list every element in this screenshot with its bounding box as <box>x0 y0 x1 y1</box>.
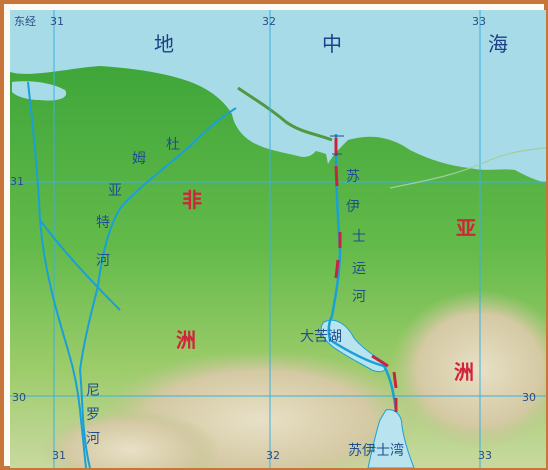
canal-label-4: 运 <box>352 261 366 277</box>
canal-segment-6 <box>392 371 398 389</box>
nile-label-1: 尼 <box>86 383 100 399</box>
coastal-bar <box>237 86 333 142</box>
lon-32-label: 32 <box>262 15 276 28</box>
lat-31-label: 31 <box>10 175 24 188</box>
africa-label-2: 洲 <box>176 328 196 352</box>
lat-30-label: 30 <box>12 391 26 404</box>
gulf-of-suez-label: 苏伊士湾 <box>348 443 404 459</box>
damietta-branch <box>79 107 237 371</box>
manzala-lagoon <box>232 99 317 157</box>
damietta-label-1: 杜 <box>166 137 180 153</box>
sea-label-2: 中 <box>322 32 342 56</box>
nile-main <box>79 369 91 468</box>
lon-33-label: 33 <box>472 15 486 28</box>
canal-head-ticks <box>330 135 344 155</box>
rosetta-branch <box>27 81 87 468</box>
lon-32-bottom-label: 32 <box>266 449 280 462</box>
canal-label-3: 士 <box>352 229 366 245</box>
gulf-of-suez <box>367 409 415 468</box>
damietta-label-4: 特 <box>96 215 110 231</box>
great-bitter-lake-label: 大苦湖 <box>300 329 342 345</box>
nile-label-2: 罗 <box>86 407 100 423</box>
great-bitter-lake <box>320 319 387 373</box>
asia-label-1: 亚 <box>456 216 476 240</box>
canal-label-5: 河 <box>352 289 366 305</box>
africa-label-1: 非 <box>182 188 202 212</box>
nile-label-3: 河 <box>86 431 100 447</box>
canal-segment-5 <box>371 354 389 368</box>
lat-30-right-label: 30 <box>522 391 536 404</box>
damietta-label-5: 河 <box>96 253 110 269</box>
sea-label-3: 海 <box>488 32 508 56</box>
map-canvas <box>10 10 546 468</box>
damietta-label-3: 亚 <box>108 183 122 199</box>
asia-label-2: 洲 <box>454 360 474 384</box>
delta-channel <box>39 219 121 311</box>
canal-label-1: 苏 <box>346 169 360 185</box>
canal-segment-4 <box>334 259 340 279</box>
canal-segment-2 <box>334 165 339 187</box>
lon-31-label: 31 <box>50 15 64 28</box>
graticule <box>10 10 546 468</box>
ne-track <box>389 147 546 189</box>
river-system <box>27 81 237 468</box>
suez-canal <box>327 134 398 411</box>
lon-31-bottom-label: 31 <box>52 449 66 462</box>
lon-31-prefix-label: 东经 <box>14 15 36 28</box>
desert-east <box>390 290 546 450</box>
canal-label-2: 伊 <box>346 199 360 215</box>
lake-west <box>12 81 67 101</box>
sea-label-1: 地 <box>154 32 174 56</box>
damietta-label-2: 姆 <box>132 151 146 167</box>
lon-33-bottom-label: 33 <box>478 449 492 462</box>
